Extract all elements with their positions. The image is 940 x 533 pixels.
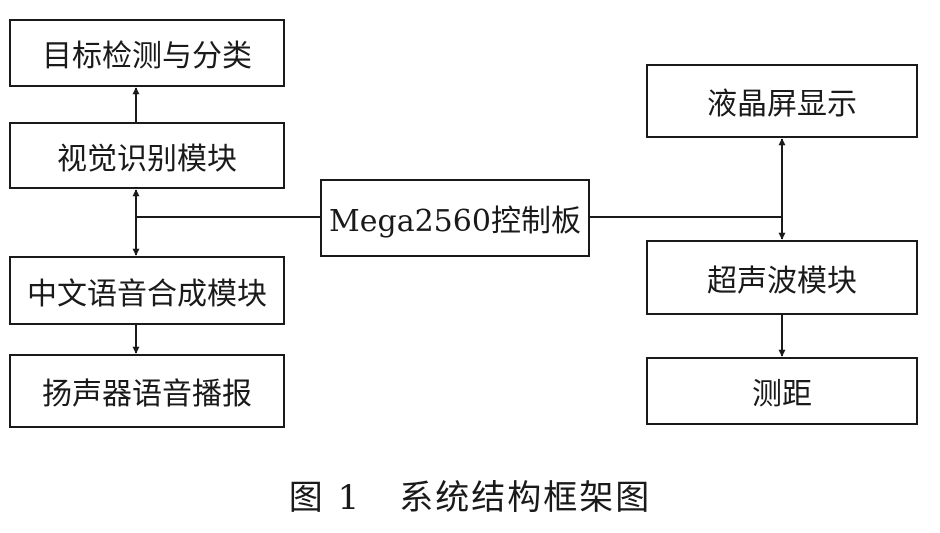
figure-caption: 图 1 系统结构框架图	[0, 470, 940, 519]
node-ultrasonic: 超声波模块	[646, 240, 918, 315]
figure-number: 图 1	[288, 478, 362, 518]
node-tts: 中文语音合成模块	[9, 256, 285, 325]
node-detect: 目标检测与分类	[9, 19, 285, 87]
node-vision: 视觉识别模块	[9, 122, 285, 189]
node-speaker: 扬声器语音播报	[9, 354, 285, 428]
node-lcd: 液晶屏显示	[646, 64, 918, 138]
node-controller: Mega2560控制板	[320, 179, 590, 257]
node-ranging: 测距	[646, 357, 918, 425]
figure-title: 系统结构框架图	[399, 478, 652, 518]
